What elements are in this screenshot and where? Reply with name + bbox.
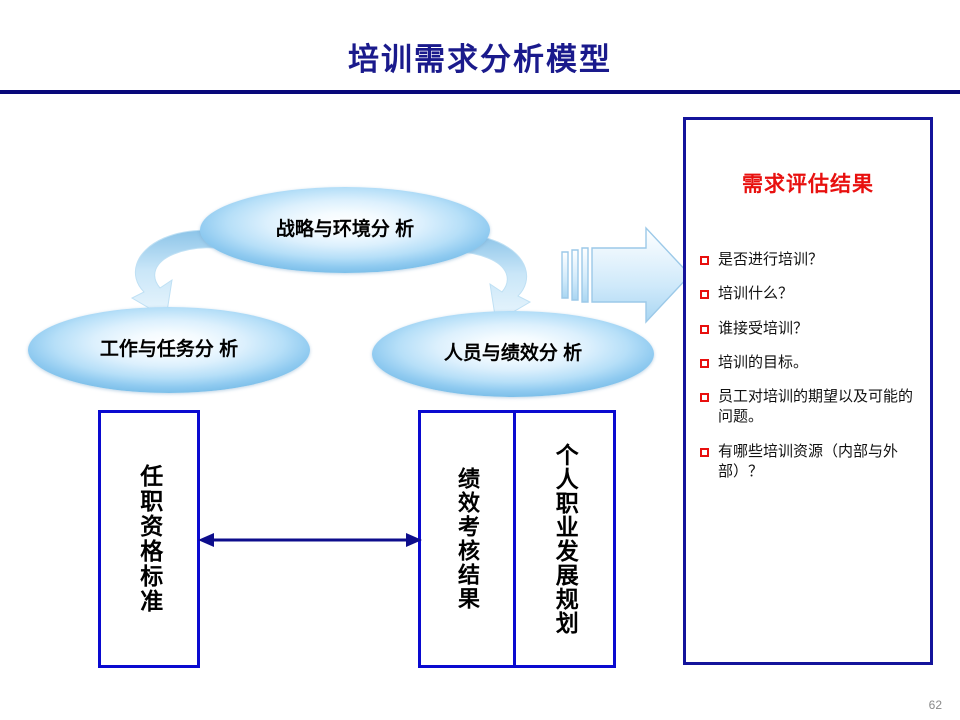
list-item-label: 是否进行培训？ [718, 251, 824, 268]
list-item-label: 员工对培训的期望以及可能的问题。 [718, 388, 914, 426]
square-bullet-icon [700, 290, 709, 300]
square-bullet-icon [700, 358, 709, 368]
square-bullet-icon [700, 447, 709, 457]
results-bullet-list: 是否进行培训？ 培训什么？ 谁接受培训？ 培训的目标。 员工对培训的期望以及可能… [698, 250, 920, 496]
box-qualification-standard[interactable]: 任职资格标准 [98, 410, 200, 668]
list-item-label: 谁接受培训？ [718, 319, 809, 337]
list-item-label: 有哪些培训资源（内部与外部）？ [718, 442, 899, 480]
list-item: 是否进行培训？ [698, 250, 920, 270]
ellipse-people-performance-label: 人员与绩效分 析 [443, 343, 583, 365]
list-item: 谁接受培训？ [698, 319, 920, 339]
results-panel: 需求评估结果 是否进行培训？ 培训什么？ 谁接受培训？ 培训的目标。 员工对培训… [683, 117, 933, 665]
box-qualification-label: 任职资格标准 [136, 464, 163, 614]
results-panel-title: 需求评估结果 [742, 173, 874, 196]
list-item-label: 培训什么？ [718, 285, 794, 303]
square-bullet-icon [700, 324, 709, 334]
page-number: 62 [928, 698, 942, 712]
list-item: 有哪些培训资源（内部与外部）？ [698, 442, 920, 483]
title-divider [0, 90, 960, 94]
block-arrow-right-icon [561, 226, 691, 324]
list-item: 员工对培训的期望以及可能的问题。 [698, 387, 920, 428]
list-item: 培训的目标。 [698, 353, 920, 373]
ellipse-job-task-label: 工作与任务分 析 [99, 339, 239, 361]
double-headed-arrow-icon [198, 533, 422, 547]
list-item: 培训什么？ [698, 284, 920, 304]
ellipse-strategy-environment[interactable]: 战略与环境分 析 [200, 187, 490, 273]
curved-arrow-down-left-icon [130, 229, 231, 319]
square-bullet-icon [700, 256, 709, 265]
list-item-label: 培训的目标。 [718, 353, 809, 371]
page-title: 培训需求分析模型 [348, 42, 612, 77]
box-group-performance-career: 绩效考核结果 个人职业发展规划 [418, 410, 616, 668]
box-career-plan-label: 个人职业发展规划 [552, 443, 579, 635]
ellipse-job-task[interactable]: 工作与任务分 析 [28, 307, 310, 393]
square-bullet-icon [700, 393, 709, 402]
ellipse-people-performance[interactable]: 人员与绩效分 析 [372, 311, 654, 397]
box-qualification-inner: 任职资格标准 [101, 413, 197, 665]
ellipse-strategy-label: 战略与环境分 析 [275, 219, 415, 241]
box-career-plan[interactable]: 个人职业发展规划 [516, 413, 613, 665]
box-performance-result-label: 绩效考核结果 [454, 467, 480, 611]
box-performance-result[interactable]: 绩效考核结果 [421, 413, 516, 665]
